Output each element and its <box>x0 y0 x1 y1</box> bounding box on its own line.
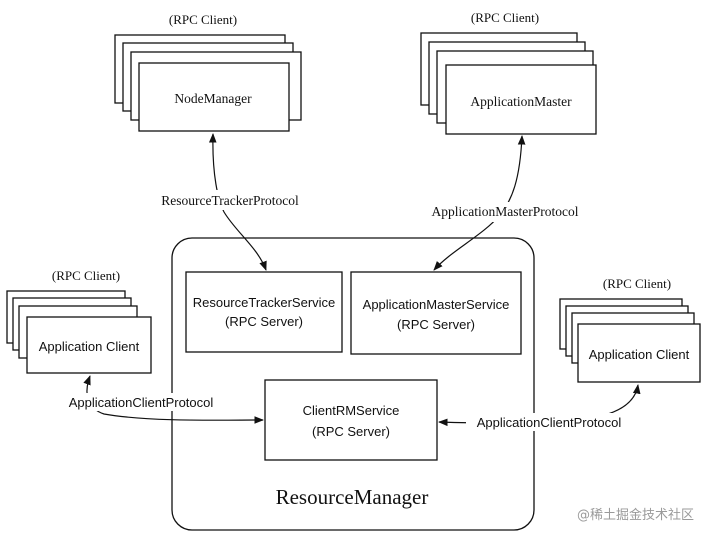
right-application-client-box <box>577 323 701 383</box>
application-master-stack: (RPC Client) ApplicationMaster <box>420 10 597 135</box>
application-master-box <box>445 64 597 135</box>
right-application-client-stack: (RPC Client) Application Client <box>559 276 701 383</box>
client-rm-service-box <box>264 379 438 461</box>
right-client-rpc-client-label: (RPC Client) <box>603 276 671 291</box>
application-master-label: ApplicationMaster <box>470 94 572 109</box>
node-manager-rpc-client-label: (RPC Client) <box>169 12 237 27</box>
node-manager-label: NodeManager <box>174 91 252 106</box>
node-manager-stack: (RPC Client) NodeManager <box>114 12 302 132</box>
node-manager-box <box>138 62 290 132</box>
resource-tracker-service-role: (RPC Server) <box>225 314 303 329</box>
left-application-client-stack: (RPC Client) Application Client <box>6 268 152 374</box>
left-client-rpc-client-label: (RPC Client) <box>52 268 120 283</box>
client-rm-service-role: (RPC Server) <box>312 424 390 439</box>
resource-manager-label: ResourceManager <box>276 485 429 509</box>
application-master-service-role: (RPC Server) <box>397 317 475 332</box>
resource-tracker-service-label: ResourceTrackerService <box>193 295 336 310</box>
watermark: @稀土掘金技术社区 <box>577 507 694 523</box>
application-master-rpc-client-label: (RPC Client) <box>471 10 539 25</box>
label-mask <box>466 413 632 431</box>
client-rm-service-label: ClientRMService <box>303 403 400 418</box>
resource-tracker-connector <box>208 133 267 271</box>
resource-tracker-service-box <box>185 271 343 353</box>
application-master-protocol-label: ApplicationMasterProtocol <box>432 204 579 219</box>
label-mask <box>58 393 224 411</box>
label-mask <box>148 190 312 210</box>
application-master-service-label: ApplicationMasterService <box>363 297 510 312</box>
resource-tracker-protocol-label: ResourceTrackerProtocol <box>161 193 299 208</box>
left-application-client-protocol-label: ApplicationClientProtocol <box>69 395 214 410</box>
resource-manager: ResourceTrackerService (RPC Server) Appl… <box>171 237 535 531</box>
right-application-client-label: Application Client <box>589 347 690 362</box>
right-application-client-protocol-label: ApplicationClientProtocol <box>477 415 622 430</box>
left-application-client-box <box>26 316 152 374</box>
application-master-service-box <box>350 271 522 355</box>
label-mask <box>420 202 590 222</box>
left-application-client-label: Application Client <box>39 339 140 354</box>
